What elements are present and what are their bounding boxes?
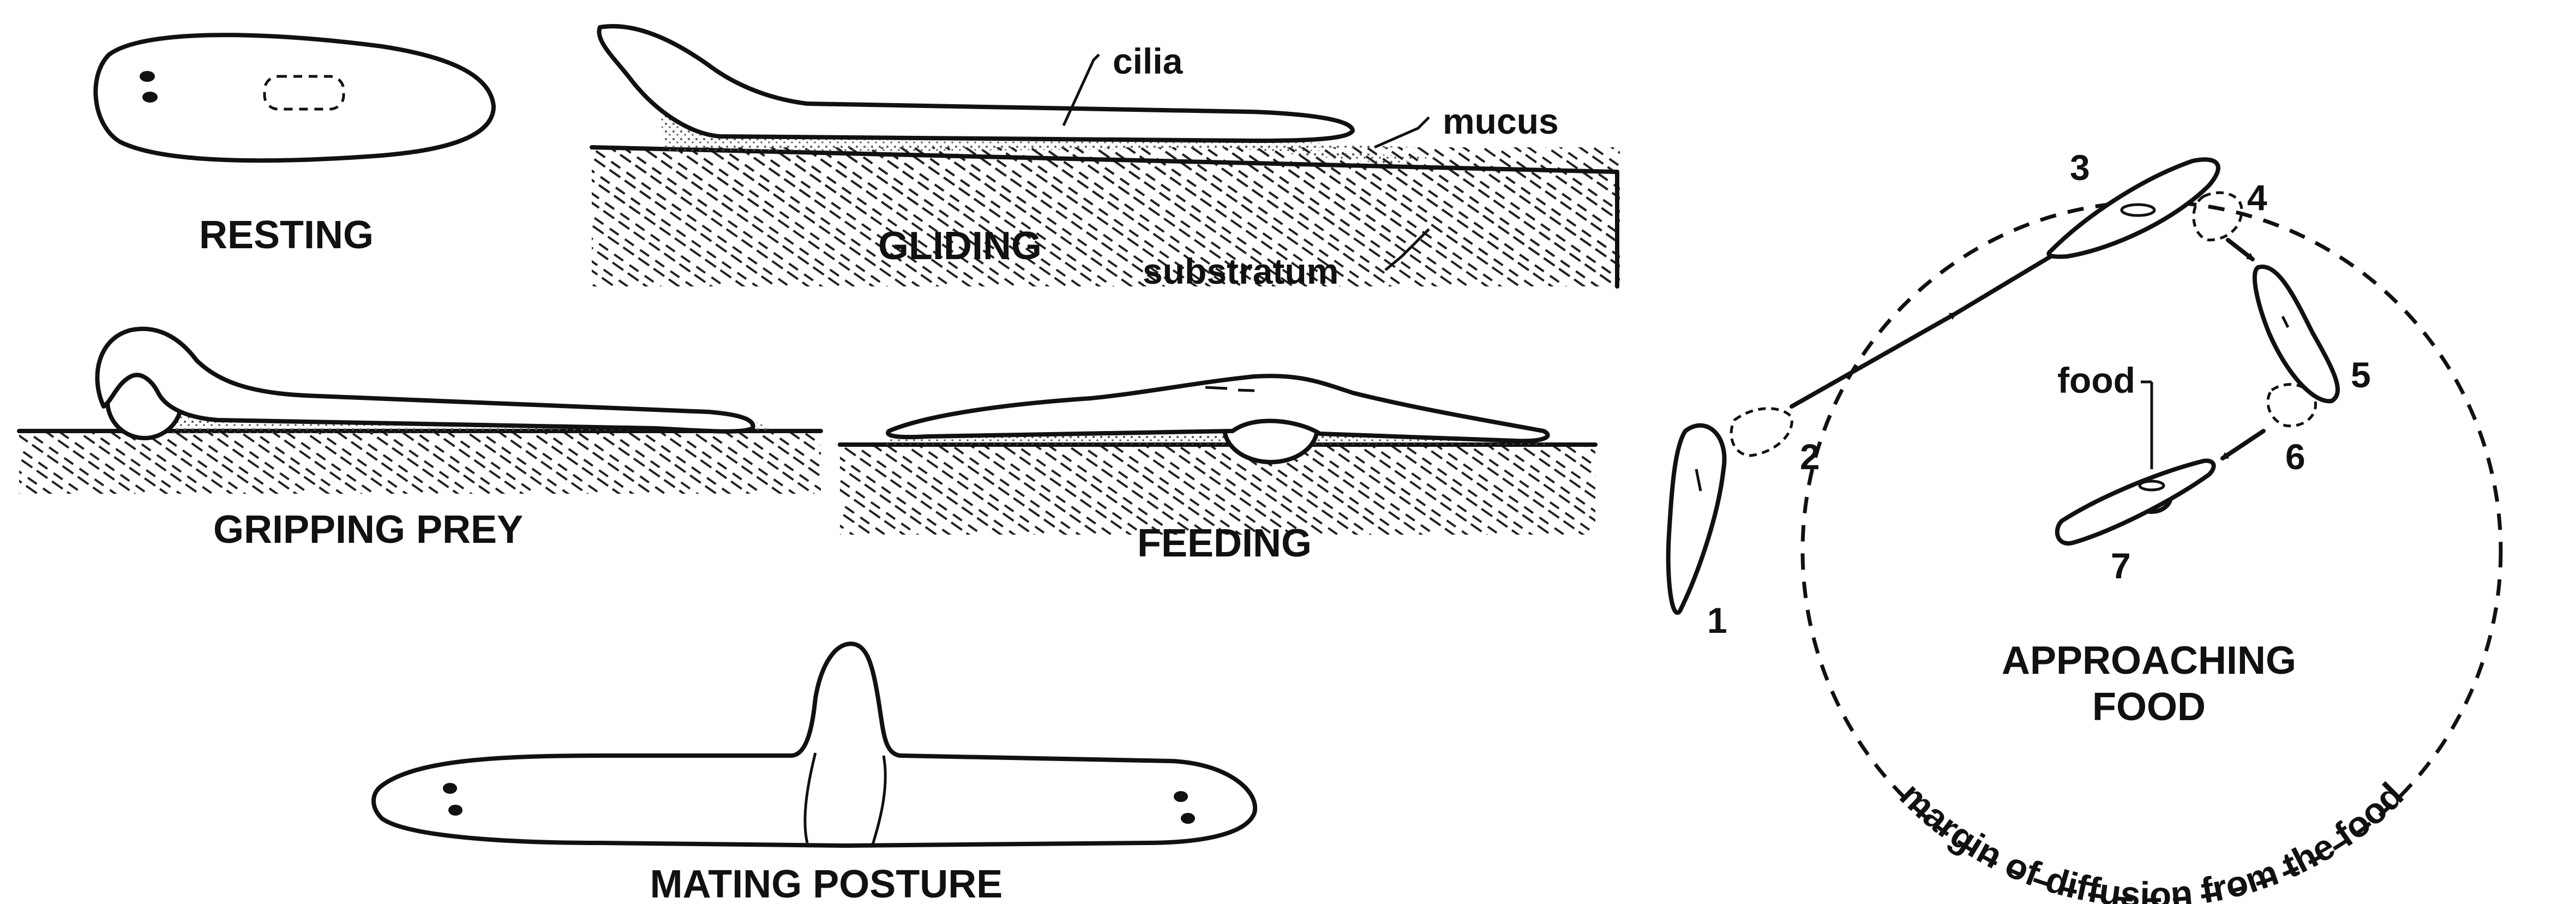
diffusion-margin-label: margin of diffusion from the food xyxy=(1892,774,2411,904)
step-1-label: 1 xyxy=(1707,600,1727,640)
feeding-figure xyxy=(840,376,1595,535)
mating-posture-caption: MATING POSTURE xyxy=(650,863,1003,904)
feeding-caption: FEEDING xyxy=(1137,522,1312,565)
mucus-label: mucus xyxy=(1443,101,1559,141)
substratum-label: substratum xyxy=(1143,251,1338,291)
gliding-caption: GLIDING xyxy=(878,224,1042,268)
step-4-label: 4 xyxy=(2247,177,2267,218)
resting-figure xyxy=(95,35,494,160)
cilia-label: cilia xyxy=(1113,41,1184,81)
step-7-label: 7 xyxy=(2111,546,2131,586)
mating-posture-figure xyxy=(374,644,1255,846)
step-3-label: 3 xyxy=(2070,147,2090,188)
food-label: food xyxy=(2057,360,2135,400)
gripping-prey-figure xyxy=(19,329,821,494)
step-5-label: 5 xyxy=(2351,355,2371,395)
gripping-prey-caption: GRIPPING PREY xyxy=(213,508,523,552)
step-2-label: 2 xyxy=(1800,436,1820,477)
approaching-caption-line1: APPROACHING xyxy=(2002,639,2296,683)
step-6-label: 6 xyxy=(2285,436,2305,477)
resting-caption: RESTING xyxy=(199,213,374,257)
approaching-caption-line2: FOOD xyxy=(2092,685,2206,729)
gliding-figure xyxy=(592,26,1620,286)
